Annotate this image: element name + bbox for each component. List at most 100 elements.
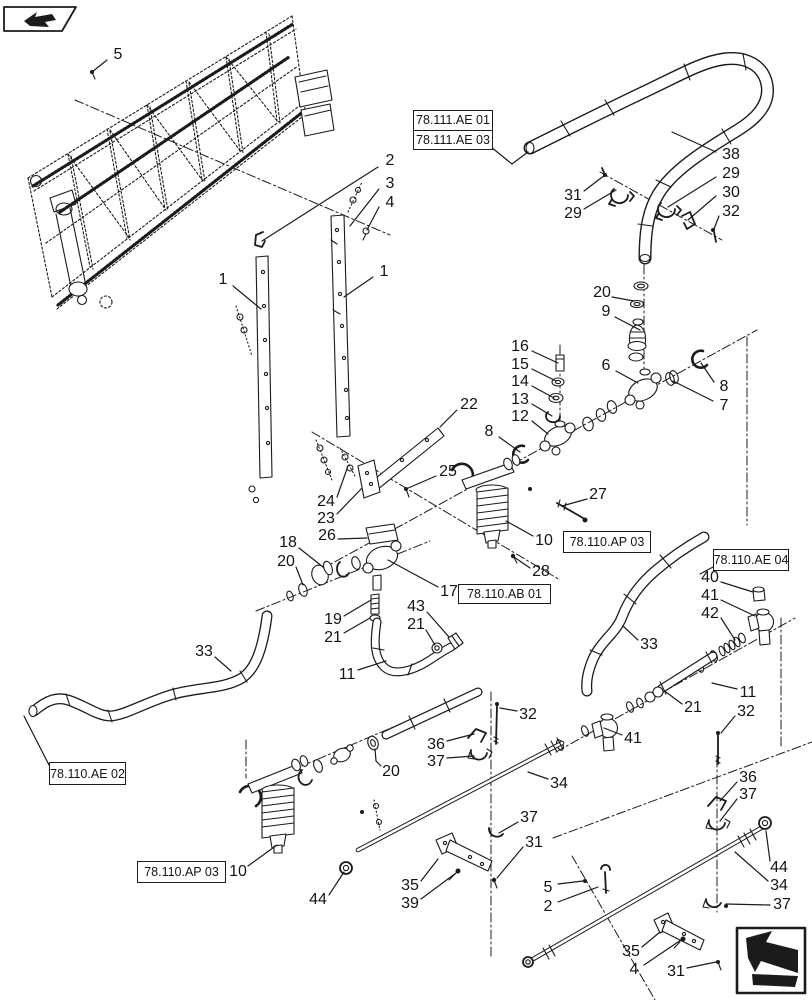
filter-10-bottom	[238, 735, 383, 875]
callout-label-3: 3	[385, 175, 395, 192]
callout-label-35: 35	[622, 943, 640, 960]
callout-label-8: 8	[719, 378, 729, 395]
callout-leader-19	[343, 599, 372, 617]
boom-frame-end-boxes	[294, 69, 335, 137]
callout-label-37: 37	[520, 809, 538, 826]
coupling-21-right	[636, 686, 664, 709]
axis-lines	[74, 99, 812, 1000]
callout-label-12: 12	[511, 408, 529, 425]
callout-leader-22	[439, 409, 458, 428]
callout-leader-40	[720, 581, 754, 593]
callout-label-42: 42	[701, 605, 719, 622]
hose-38	[523, 52, 774, 265]
mounting-bar-left	[235, 255, 273, 504]
callout-leader-37	[446, 755, 475, 759]
callout-label-32: 32	[737, 703, 755, 720]
ref-box-label: 78.111.AE 03	[414, 129, 492, 150]
callout-leader-21	[425, 629, 436, 646]
callout-leader-1	[343, 276, 374, 298]
callout-leader-10	[505, 520, 534, 537]
callout-leader-37	[498, 821, 519, 834]
callout-label-36: 36	[427, 736, 445, 753]
mounting-bar-right	[315, 181, 370, 481]
ref-78-110-AB-01[interactable]: 78.110.AB 01	[458, 584, 551, 604]
callout-label-11: 11	[338, 666, 356, 683]
callout-leader-29	[667, 176, 717, 208]
pipe-11-right	[656, 651, 718, 695]
callout-label-30: 30	[722, 184, 740, 201]
callout-label-5: 5	[543, 879, 553, 896]
callout-leader-23	[336, 487, 363, 515]
callout-leader-14	[531, 385, 555, 399]
callout-label-34: 34	[770, 877, 788, 894]
ref-78-110-AE-02[interactable]: 78.110.AE 02	[49, 762, 126, 785]
callout-leader-26	[337, 537, 368, 540]
callout-label-40: 40	[701, 569, 719, 586]
callout-leader-28	[513, 556, 531, 569]
callout-leader-21	[665, 691, 683, 705]
ref-78-111-AE-01-03-leader	[490, 146, 529, 165]
boom-frame-chain-rails	[31, 22, 306, 307]
callout-leader-7	[672, 380, 714, 402]
callout-leader-24	[336, 465, 349, 498]
callout-label-28: 28	[532, 563, 550, 580]
callout-leader-15	[531, 368, 557, 382]
bracket-35-right	[583, 864, 722, 971]
callout-label-26: 26	[318, 527, 336, 544]
callout-leader-6	[615, 370, 639, 384]
callout-label-13: 13	[511, 391, 529, 408]
callout-leader-35	[641, 931, 661, 948]
callout-leader-12	[531, 420, 549, 435]
callout-label-1: 1	[379, 263, 389, 280]
callout-label-36: 36	[739, 769, 757, 786]
ref-box-label: 78.110.AE 02	[50, 766, 125, 781]
callout-leader-39	[420, 872, 457, 900]
callout-leader-31	[583, 174, 606, 192]
tee-41-lower	[555, 701, 635, 752]
callout-label-31: 31	[525, 834, 543, 851]
callout-label-14: 14	[511, 373, 529, 390]
callout-label-17: 17	[440, 583, 458, 600]
callout-label-1: 1	[218, 271, 228, 288]
pipe-34-right	[522, 816, 772, 968]
callout-label-8: 8	[484, 423, 494, 440]
callout-label-20: 20	[382, 763, 400, 780]
callout-leader-5	[557, 880, 584, 885]
callout-label-4: 4	[385, 194, 395, 211]
callout-leader-32	[713, 215, 720, 230]
callout-leader-29	[583, 189, 617, 210]
callout-leader-36	[446, 733, 475, 742]
ref-78-110-AE-04[interactable]: 78.110.AE 04	[713, 549, 789, 571]
callout-label-44: 44	[309, 891, 327, 908]
ref-78-110-AP-03-bottom[interactable]: 78.110.AP 03	[137, 861, 226, 883]
callout-leader-41	[603, 727, 623, 736]
callout-leader-3	[349, 188, 380, 227]
callout-leader-5	[91, 59, 108, 73]
callout-label-22: 22	[460, 396, 478, 413]
callout-label-23: 23	[317, 510, 335, 527]
callout-label-39: 39	[401, 895, 419, 912]
callout-leader-1	[232, 285, 262, 310]
callout-label-21: 21	[684, 699, 702, 716]
callout-leader-31	[686, 961, 717, 969]
filter-10-top	[450, 454, 588, 564]
callout-leader-41	[720, 599, 756, 617]
callout-leader-38	[671, 131, 717, 153]
ref-box-label: 78.111.AE 01	[416, 113, 490, 128]
ref-78-110-AP-03-top[interactable]: 78.110.AP 03	[563, 531, 651, 553]
callout-label-24: 24	[317, 493, 335, 510]
callout-label-15: 15	[511, 356, 529, 373]
bracket-22	[339, 427, 445, 499]
callout-label-19: 19	[324, 611, 342, 628]
callout-leader-44	[328, 871, 345, 896]
callout-label-33: 33	[640, 636, 658, 653]
boom-frame-cylinder	[29, 174, 88, 306]
callout-leader-11	[711, 682, 738, 690]
nozzle-valve-6	[624, 368, 662, 410]
callout-label-32: 32	[519, 706, 537, 723]
pipe-34-center	[355, 737, 565, 853]
